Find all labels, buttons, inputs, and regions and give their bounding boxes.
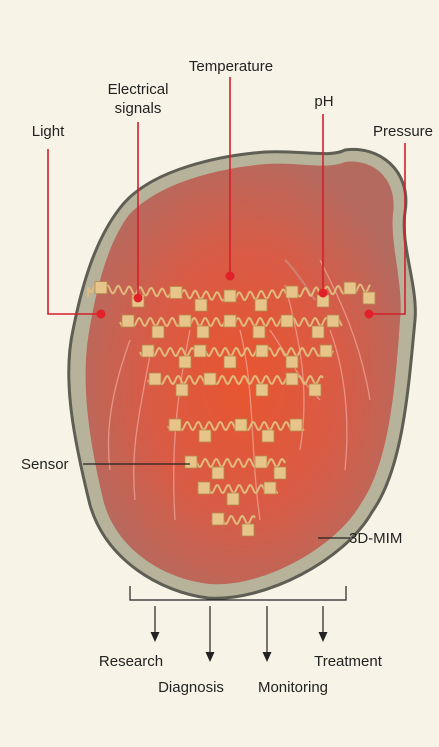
pressure-sensor-dot [365, 310, 374, 319]
sensor-pad [262, 430, 274, 442]
sensor-pad [199, 430, 211, 442]
temperature-sensor-dot [226, 272, 235, 281]
sensor-pad [327, 315, 339, 327]
sensor-pad [212, 513, 224, 525]
label-temperature: Temperature [189, 58, 273, 75]
label-electrical-signals-line1: Electrical [108, 81, 169, 98]
label-mim: 3D-MIM [349, 530, 402, 547]
label-treatment: Treatment [314, 653, 383, 670]
label-diagnosis: Diagnosis [158, 679, 224, 696]
sensor-pad [95, 282, 107, 294]
electrical-sensor-dot [134, 294, 143, 303]
label-light: Light [32, 123, 65, 140]
sensor-pad [286, 286, 298, 298]
label-pressure: Pressure [373, 123, 433, 140]
sensor-pad [274, 467, 286, 479]
sensor-pad [224, 290, 236, 302]
sensor-pad [344, 282, 356, 294]
sensor-pad [169, 419, 181, 431]
sensor-pad [312, 326, 324, 338]
sensor-pad [290, 419, 302, 431]
sensor-pad [363, 292, 375, 304]
sensor-pad [255, 456, 267, 468]
sensor-pad [309, 384, 321, 396]
label-research: Research [99, 653, 163, 670]
sensor-pad [179, 356, 191, 368]
sensor-pad [255, 299, 267, 311]
sensor-pad [152, 326, 164, 338]
sensor-pad [235, 419, 247, 431]
sensor-pad [256, 345, 268, 357]
sensor-pad [256, 384, 268, 396]
sensor-pad [197, 326, 209, 338]
sensor-pad [170, 287, 182, 299]
sensor-pad [227, 493, 239, 505]
ph-sensor-dot [319, 289, 328, 298]
sensor-pad [194, 345, 206, 357]
sensor-pad [264, 482, 276, 494]
sensor-pad [224, 315, 236, 327]
sensor-pad [242, 524, 254, 536]
sensor-pad [212, 467, 224, 479]
sensor-pad [149, 373, 161, 385]
label-monitoring: Monitoring [258, 679, 328, 696]
sensor-pad [176, 384, 188, 396]
label-sensor: Sensor [21, 456, 69, 473]
sensor-pad [204, 373, 216, 385]
sensor-pad [224, 356, 236, 368]
sensor-pad [179, 315, 191, 327]
sensor-pad [286, 373, 298, 385]
sensor-pad [286, 356, 298, 368]
application-arrows [151, 606, 328, 662]
light-sensor-dot [97, 310, 106, 319]
sensor-pad [198, 482, 210, 494]
sensor-pad [142, 345, 154, 357]
sensor-pad [122, 315, 134, 327]
sensor-pad [195, 299, 207, 311]
sensor-pad [253, 326, 265, 338]
sensor-pad [320, 345, 332, 357]
sensor-pad [281, 315, 293, 327]
label-electrical-signals-line2: signals [115, 100, 162, 117]
sensor-pad [185, 456, 197, 468]
label-ph: pH [314, 93, 333, 110]
